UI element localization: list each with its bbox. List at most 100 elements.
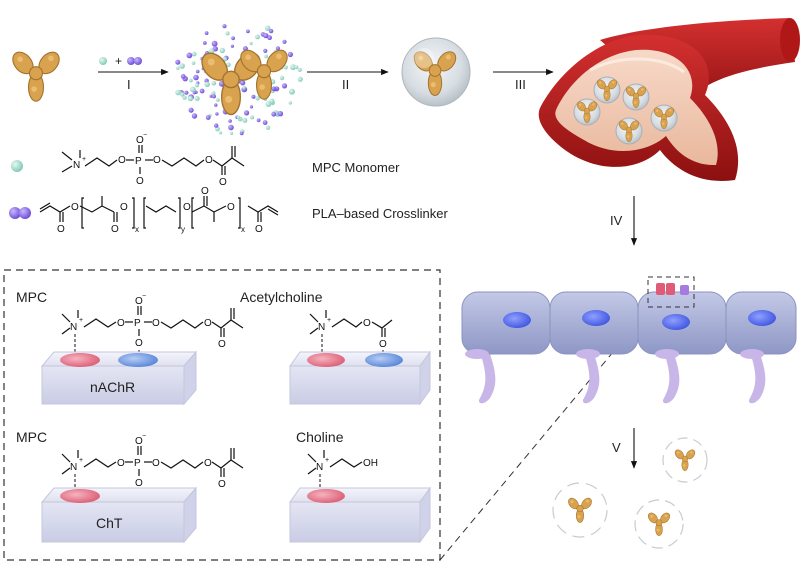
- scatter-particle: [204, 31, 209, 35]
- scatter-particle: [264, 54, 269, 59]
- scatter-particle: [256, 118, 261, 123]
- scatter-particle: [195, 69, 200, 74]
- scatter-particle: [175, 89, 181, 96]
- scatter-particle: [240, 80, 246, 86]
- nanocapsule: [401, 37, 471, 107]
- scatter-particle: [180, 92, 185, 97]
- choline-hydroxyl: OH: [363, 458, 378, 469]
- scatter-particle: [231, 36, 236, 41]
- inset-mpc-bottom-nitrogen: N: [70, 462, 77, 473]
- scatter-particle: [190, 86, 196, 93]
- cell-2: [549, 291, 639, 404]
- cht-transporter-block: [40, 486, 198, 544]
- crosslinker-subscript-y: y: [181, 225, 185, 234]
- scatter-particle: [199, 88, 205, 94]
- scatter-particle: [225, 31, 230, 36]
- scatter-particle: [271, 86, 276, 91]
- mpc-monomer-phosphorus: P: [135, 156, 142, 167]
- scatter-particle: [249, 105, 254, 109]
- scatter-particle: [192, 91, 196, 95]
- inset-mpc-top-oxygen-1: O: [117, 318, 125, 329]
- scatter-particle: [229, 131, 234, 135]
- nachr-label: nAChR: [90, 379, 135, 395]
- inset-acetylcholine-label: Acetylcholine: [240, 289, 323, 305]
- scatter-particle: [226, 62, 231, 68]
- inset-mpc-structure-bottom: N + O P O − O O O O: [61, 433, 244, 492]
- crosslinker-subscript-x-1: x: [135, 225, 139, 234]
- free-antibody: [8, 48, 64, 102]
- scatter-particle: [212, 94, 216, 99]
- inset-mpc-top-oxygen-4: O: [218, 339, 226, 350]
- inset-mpc-top-nitrogen: N: [70, 322, 77, 333]
- scatter-particle: [283, 65, 288, 70]
- scatter-particle: [271, 111, 277, 117]
- step-label-5: V: [612, 440, 621, 455]
- scatter-particle: [250, 115, 255, 120]
- inset-mpc-bottom-oxygen-1: O: [117, 458, 125, 469]
- inset-mpc-top-oxygen-3: O: [204, 318, 212, 329]
- scatter-particle: [184, 90, 189, 95]
- mpc-monomer-minus: −: [143, 132, 147, 139]
- crosslinker-oxygen-8: O: [255, 224, 263, 235]
- scatter-particle: [194, 83, 200, 88]
- scatter-particle: [191, 113, 198, 119]
- scatter-particle: [297, 76, 303, 82]
- acetylcholine-oxygen-2: O: [379, 339, 387, 350]
- scatter-particle: [246, 29, 250, 34]
- acetylcholine-nitrogen: N: [318, 322, 325, 333]
- scatter-particle: [216, 98, 220, 102]
- scatter-particle: [265, 25, 271, 31]
- inset-mpc-bottom-minus: −: [142, 433, 146, 440]
- scatter-particle: [282, 39, 287, 44]
- scatter-particle: [230, 44, 234, 48]
- scatter-particle: [194, 96, 200, 101]
- scatter-particle: [242, 117, 248, 123]
- scatter-particle: [186, 52, 193, 59]
- mpc-monomer-oxygen-2: O: [153, 155, 161, 166]
- scatter-particle: [255, 34, 260, 40]
- nachr-receptor-block: [40, 350, 198, 406]
- inset-mpc-top-phosphorus: P: [134, 318, 141, 329]
- mpc-monomer-structure: N + O P O − O O O O: [61, 132, 245, 188]
- scatter-particle: [176, 66, 180, 71]
- scatter-particle: [215, 126, 220, 132]
- scatter-particle: [188, 107, 194, 113]
- scatter-particle: [251, 94, 256, 99]
- inset-mpc-label-top: MPC: [16, 289, 47, 305]
- scatter-particle: [294, 65, 299, 70]
- inset-mpc-bottom-phosphorus: P: [134, 458, 141, 469]
- blood-vessel: [538, 18, 800, 181]
- inset-mpc-top-charge: +: [79, 317, 83, 324]
- cell-1: [461, 291, 551, 404]
- scatter-particle: [277, 111, 284, 117]
- inset-mpc-top-oxygen-bottom: O: [135, 338, 143, 349]
- cht-transporter-block-choline: [289, 486, 431, 544]
- mpc-monomer-charge: +: [82, 156, 86, 163]
- scatter-particle: [219, 47, 225, 54]
- scatter-particle: [222, 24, 227, 29]
- legend-monomer-icon: [11, 160, 23, 172]
- scatter-particle: [262, 120, 268, 125]
- scatter-particle: [228, 124, 234, 131]
- crosslinker-oxygen-1: O: [57, 224, 65, 235]
- scatter-particle: [191, 51, 197, 57]
- scatter-particle: [288, 101, 292, 105]
- inset-mpc-top-oxygen-top: O: [135, 296, 143, 307]
- scatter-particle: [214, 103, 218, 107]
- inset-mpc-bottom-charge: +: [79, 457, 83, 464]
- polymerization-mixture: [175, 24, 303, 136]
- scatter-particle: [202, 41, 207, 45]
- inset-mpc-bottom-oxygen-bottom: O: [135, 478, 143, 489]
- scatter-particle: [187, 95, 194, 102]
- scatter-particle: [281, 83, 288, 89]
- scatter-particle: [191, 61, 196, 65]
- scatter-particle: [236, 115, 241, 120]
- scatter-particle: [244, 110, 250, 116]
- mpc-monomer-nitrogen: N: [73, 160, 80, 171]
- step-label-2: II: [342, 77, 349, 92]
- crosslinker-oxygen-7: O: [227, 202, 235, 213]
- inset-choline-structure: N + OH: [307, 450, 378, 492]
- scatter-particle: [290, 64, 296, 71]
- legend-monomer-label: MPC Monomer: [312, 160, 400, 175]
